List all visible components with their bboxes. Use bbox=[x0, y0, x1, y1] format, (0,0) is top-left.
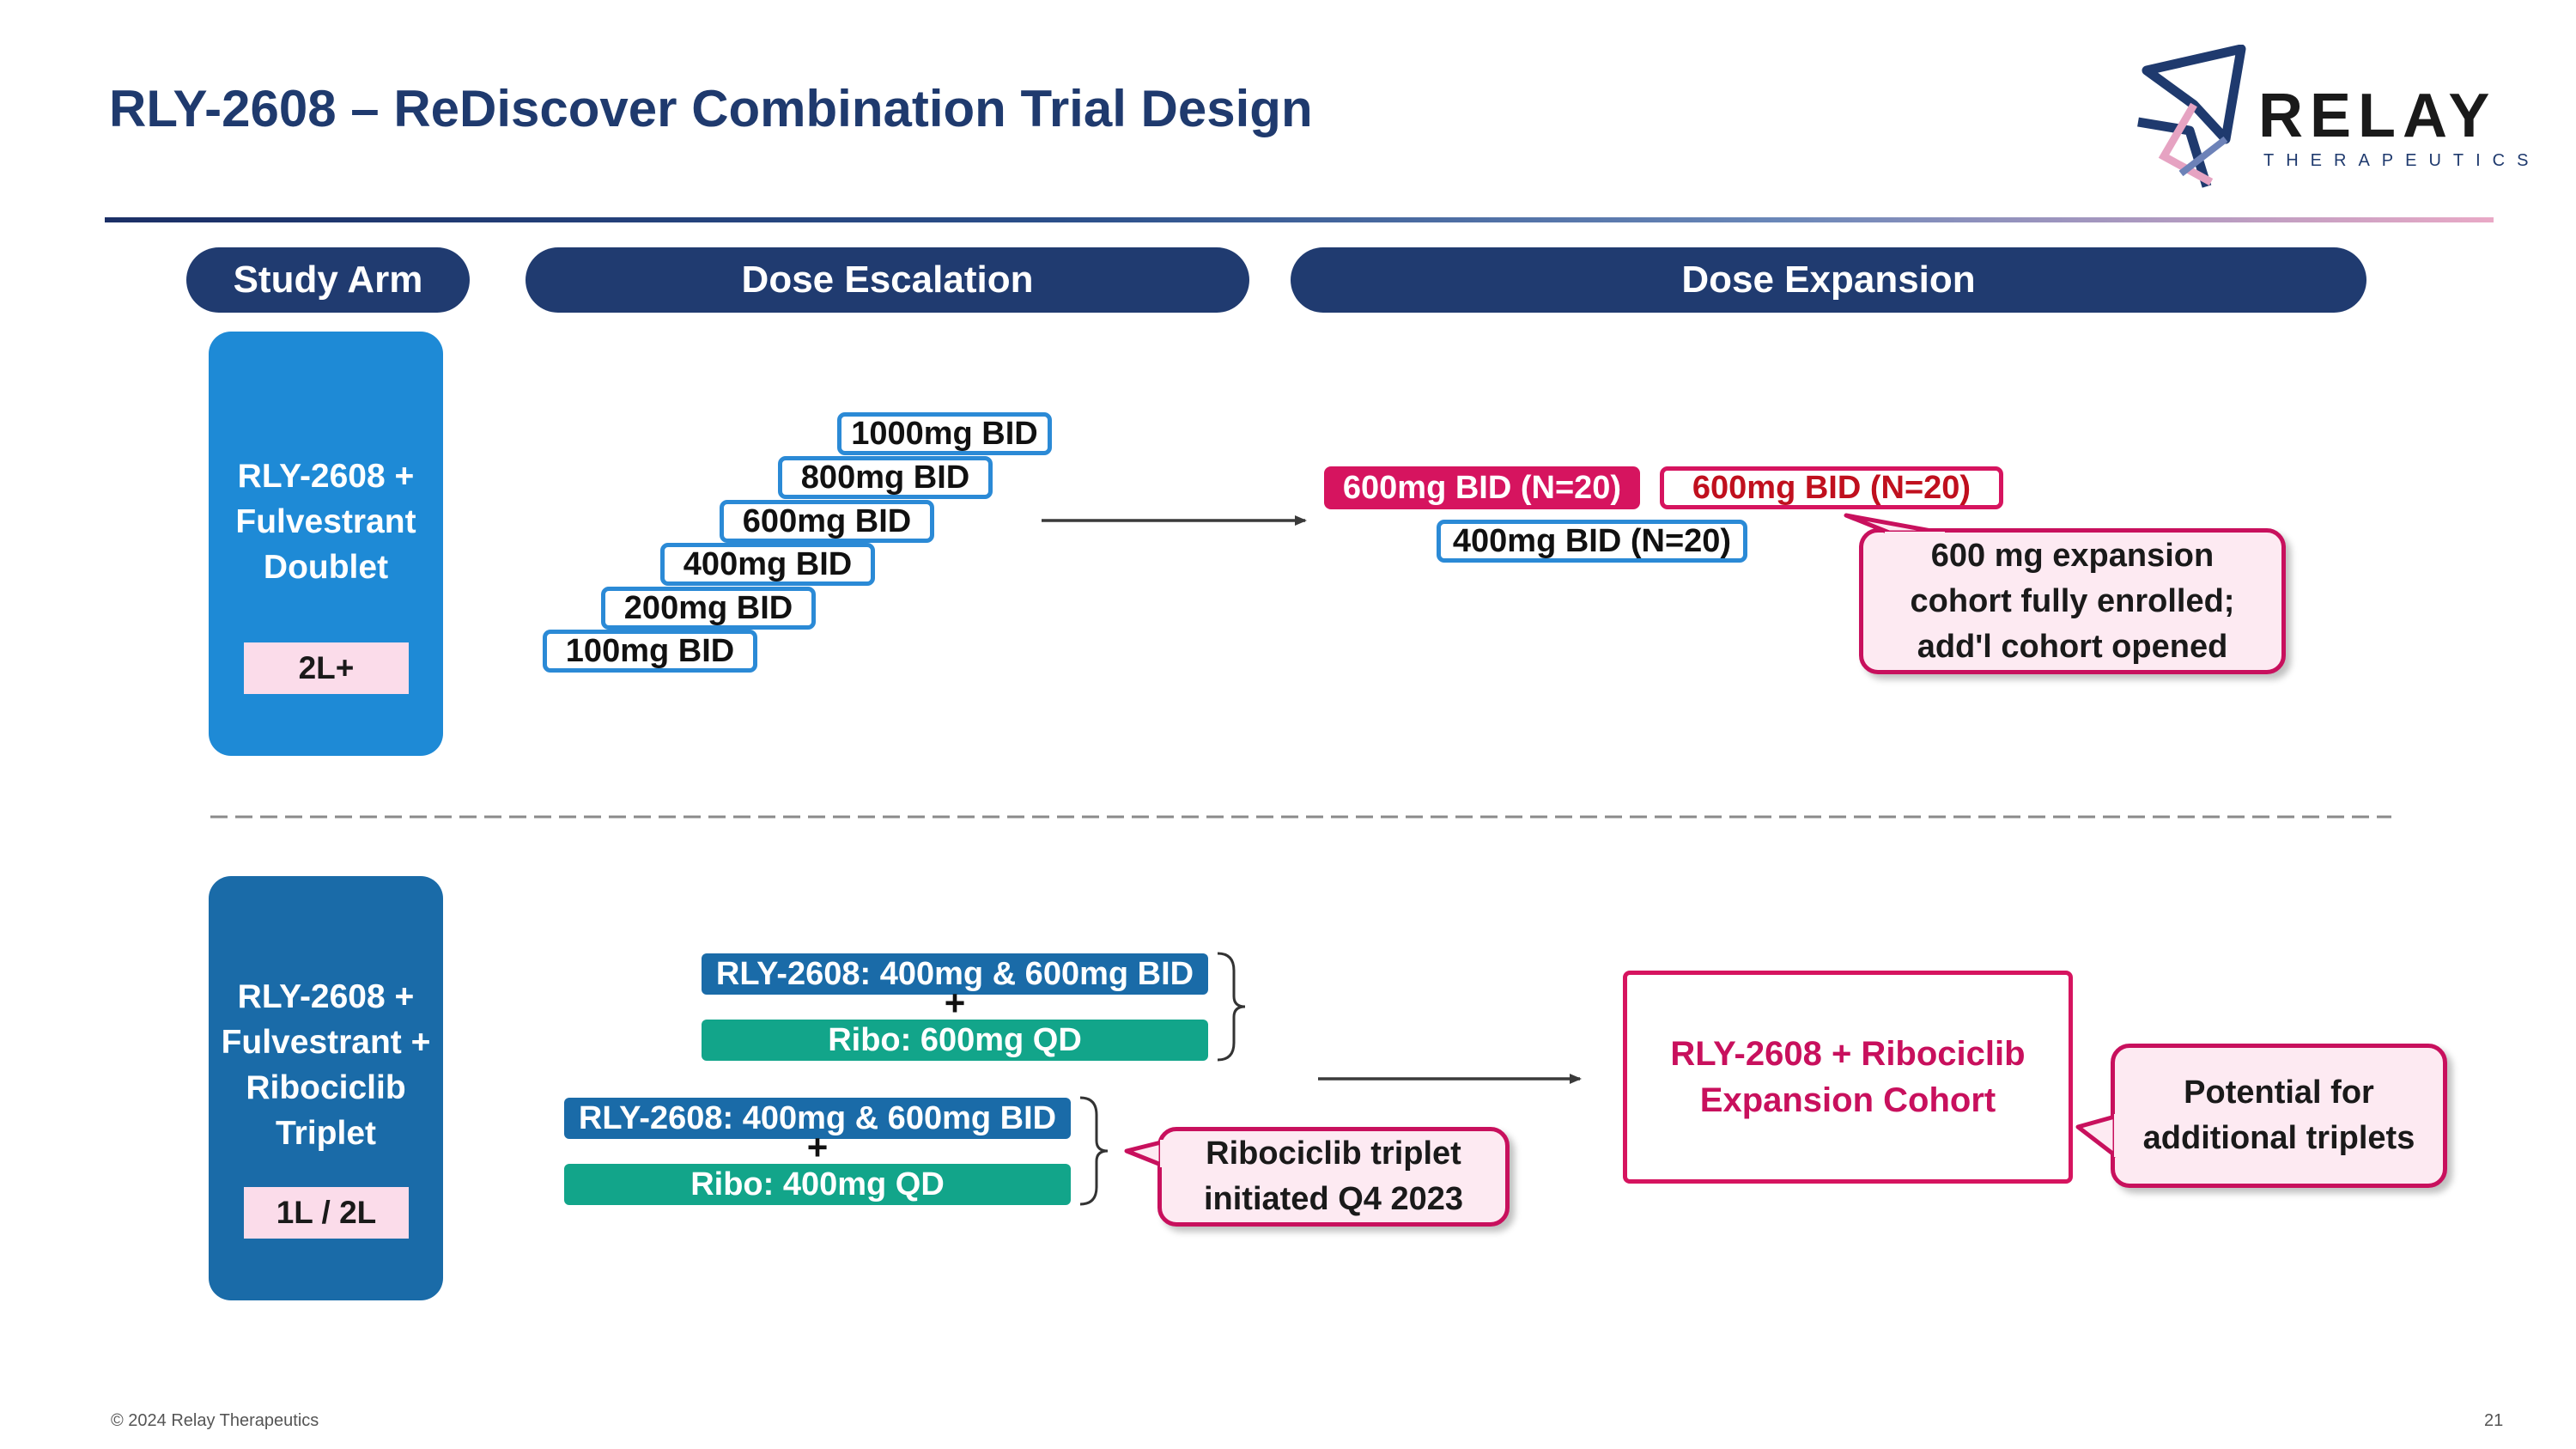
page-title: RLY-2608 – ReDiscover Combination Trial … bbox=[109, 80, 1313, 137]
header-rule bbox=[105, 217, 2494, 222]
combo1-bracket bbox=[1217, 952, 1246, 1062]
doublet-arm-line: Fulvestrant bbox=[235, 503, 416, 540]
potential-callout-tail bbox=[2075, 1114, 2117, 1158]
triplet-arm-line: Ribociclib bbox=[246, 1069, 406, 1106]
triplet-initiated-callout: Ribociclib triplet initiated Q4 2023 bbox=[1157, 1127, 1510, 1227]
potential-triplets-callout: Potential for additional triplets bbox=[2111, 1044, 2447, 1188]
triplet-line-tag: 1L / 2L bbox=[244, 1187, 409, 1239]
expansion-cohort-400: 400mg BID (N=20) bbox=[1437, 520, 1747, 563]
enrollment-callout-line: cohort fully enrolled; bbox=[1910, 582, 2235, 619]
expansion-cohort-line: RLY-2608 + Ribociclib bbox=[1670, 1035, 2026, 1073]
dose-400: 400mg BID bbox=[660, 543, 875, 586]
ribociclib-expansion-cohort: RLY-2608 + Ribociclib Expansion Cohort bbox=[1623, 971, 2073, 1184]
combo2-bracket bbox=[1079, 1096, 1109, 1206]
enrollment-callout-tail bbox=[1844, 513, 1943, 535]
triplet-initiated-line: Ribociclib triplet bbox=[1206, 1135, 1461, 1172]
dose-800: 800mg BID bbox=[778, 456, 993, 499]
logo-subtitle: THERAPEUTICS bbox=[2263, 151, 2541, 170]
enrollment-callout-line: 600 mg expansion bbox=[1930, 537, 2215, 574]
combo1-ribo-dose: Ribo: 600mg QD bbox=[702, 1020, 1208, 1061]
expansion-cohort-line: Expansion Cohort bbox=[1699, 1081, 1996, 1119]
study-arm-header: Study Arm bbox=[186, 247, 470, 313]
doublet-arm-line: RLY-2608 + bbox=[237, 458, 415, 495]
dose-1000: 1000mg BID bbox=[837, 412, 1052, 455]
relay-logo: RELAY THERAPEUTICS bbox=[2129, 45, 2528, 191]
dose-expansion-header: Dose Expansion bbox=[1291, 247, 2366, 313]
combo2-plus: + bbox=[806, 1127, 829, 1167]
triplet-arm-line: RLY-2608 + bbox=[237, 978, 415, 1015]
combo2-ribo-dose: Ribo: 400mg QD bbox=[564, 1164, 1071, 1205]
triplet-arm-line: Fulvestrant + bbox=[221, 1024, 431, 1061]
dose-200: 200mg BID bbox=[601, 587, 816, 630]
doublet-line-tag: 2L+ bbox=[244, 642, 409, 694]
combo1-plus: + bbox=[944, 983, 966, 1023]
enrollment-callout-line: add'l cohort opened bbox=[1917, 628, 2228, 665]
potential-callout-line: additional triplets bbox=[2142, 1120, 2415, 1156]
expansion-cohort-600-open: 600mg BID (N=20) bbox=[1660, 466, 2003, 509]
relay-logo-mark-icon bbox=[2137, 45, 2246, 188]
triplet-initiated-callout-tail bbox=[1124, 1140, 1163, 1167]
dose-escalation-header: Dose Escalation bbox=[526, 247, 1249, 313]
combo2-rly-dose: RLY-2608: 400mg & 600mg BID bbox=[564, 1098, 1071, 1139]
enrollment-callout: 600 mg expansion cohort fully enrolled; … bbox=[1859, 528, 2286, 674]
dose-100: 100mg BID bbox=[543, 630, 757, 673]
triplet-initiated-line: initiated Q4 2023 bbox=[1203, 1181, 1463, 1217]
copyright: © 2024 Relay Therapeutics bbox=[111, 1411, 319, 1430]
triplet-arm-line: Triplet bbox=[275, 1115, 377, 1152]
page-number: 21 bbox=[2484, 1411, 2504, 1430]
potential-callout-line: Potential for bbox=[2184, 1075, 2374, 1111]
combo1-rly-dose: RLY-2608: 400mg & 600mg BID bbox=[702, 953, 1208, 995]
dose-600: 600mg BID bbox=[720, 500, 934, 543]
logo-wordmark: RELAY bbox=[2258, 82, 2497, 150]
expansion-cohort-600-enrolled: 600mg BID (N=20) bbox=[1324, 466, 1640, 509]
doublet-arm-box: RLY-2608 + Fulvestrant Doublet 2L+ bbox=[209, 332, 443, 756]
doublet-arm-line: Doublet bbox=[263, 549, 389, 586]
triplet-arm-box: RLY-2608 + Fulvestrant + Ribociclib Trip… bbox=[209, 876, 443, 1300]
